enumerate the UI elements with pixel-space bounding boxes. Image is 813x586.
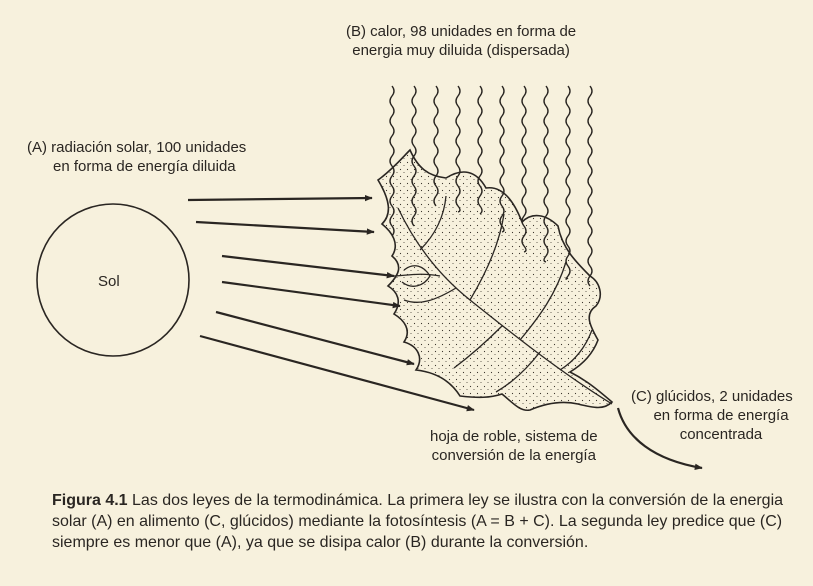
sun-label: Sol [98, 272, 120, 291]
sugar-label-line3: concentrada [631, 425, 811, 444]
solar-label-line2: en forma de energía diluida [27, 157, 246, 176]
figure-caption: Figura 4.1 Las dos leyes de la termodiná… [52, 490, 787, 553]
solar-arrow-4 [222, 282, 400, 306]
heat-wave-line [588, 86, 592, 286]
solar-arrow-2 [196, 222, 374, 232]
caption-text: Las dos leyes de la termodinámica. La pr… [52, 492, 783, 551]
solar-arrow-5 [216, 312, 414, 364]
leaf-label-line1: hoja de roble, sistema de [430, 427, 598, 446]
solar-arrow-3 [222, 256, 394, 276]
sugar-label-line2: en forma de energía [631, 406, 811, 425]
oak-leaf [378, 150, 612, 410]
solar-label: (A) radiación solar, 100 unidades en for… [27, 138, 246, 176]
sugar-label: (C) glúcidos, 2 unidades en forma de ene… [631, 387, 811, 444]
figure-number: Figura 4.1 [52, 492, 128, 509]
heat-label-line1: (B) calor, 98 unidades en forma de [346, 22, 576, 41]
solar-label-line1: (A) radiación solar, 100 unidades [27, 138, 246, 157]
heat-label-line2: energia muy diluida (dispersada) [346, 41, 576, 60]
heat-label: (B) calor, 98 unidades en forma de energ… [346, 22, 576, 60]
leaf-label-line2: conversión de la energía [430, 446, 598, 465]
solar-arrow-1 [188, 198, 372, 200]
leaf-label: hoja de roble, sistema de conversión de … [430, 427, 598, 465]
sugar-label-line1: (C) glúcidos, 2 unidades [631, 387, 811, 406]
